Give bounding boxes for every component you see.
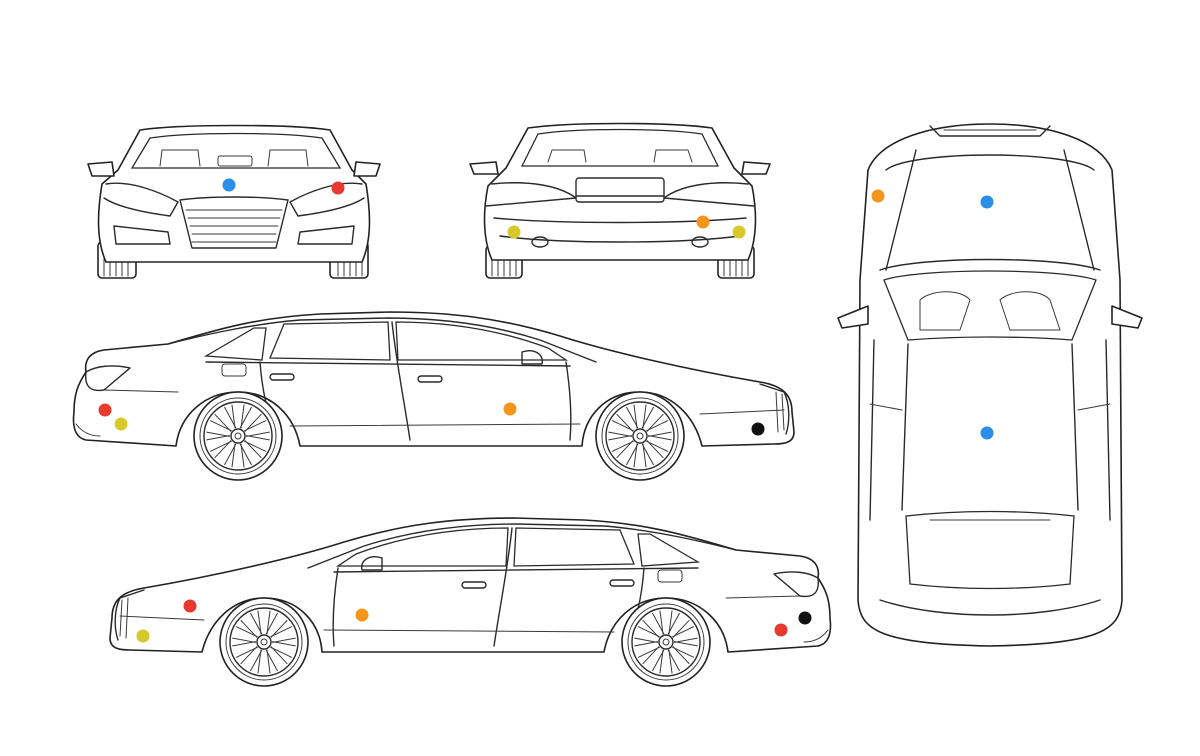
marker-top-roof[interactable] bbox=[980, 426, 994, 440]
marker-front-hood[interactable] bbox=[222, 178, 236, 192]
marker-top-front-fender[interactable] bbox=[871, 189, 885, 203]
top-view bbox=[837, 123, 1143, 647]
marker-right-rear-bumper[interactable] bbox=[774, 623, 788, 637]
marker-right-front-fender[interactable] bbox=[183, 599, 197, 613]
right-side-view bbox=[110, 518, 831, 686]
marker-rear-bumper-left[interactable] bbox=[507, 225, 521, 239]
left-side-view bbox=[74, 312, 795, 480]
marker-left-front-bumper[interactable] bbox=[751, 422, 765, 436]
damage-markers bbox=[98, 178, 994, 643]
marker-right-front-bumper[interactable] bbox=[136, 629, 150, 643]
marker-left-rear-lower[interactable] bbox=[114, 417, 128, 431]
marker-right-door[interactable] bbox=[355, 608, 369, 622]
marker-left-rear-bumper[interactable] bbox=[98, 403, 112, 417]
marker-rear-taillight[interactable] bbox=[696, 215, 710, 229]
marker-rear-bumper-right[interactable] bbox=[732, 225, 746, 239]
marker-front-headlight[interactable] bbox=[331, 181, 345, 195]
front-view bbox=[87, 124, 381, 279]
marker-top-hood[interactable] bbox=[980, 195, 994, 209]
rear-view bbox=[469, 122, 771, 279]
marker-left-door[interactable] bbox=[503, 402, 517, 416]
marker-right-rear-lower[interactable] bbox=[798, 611, 812, 625]
